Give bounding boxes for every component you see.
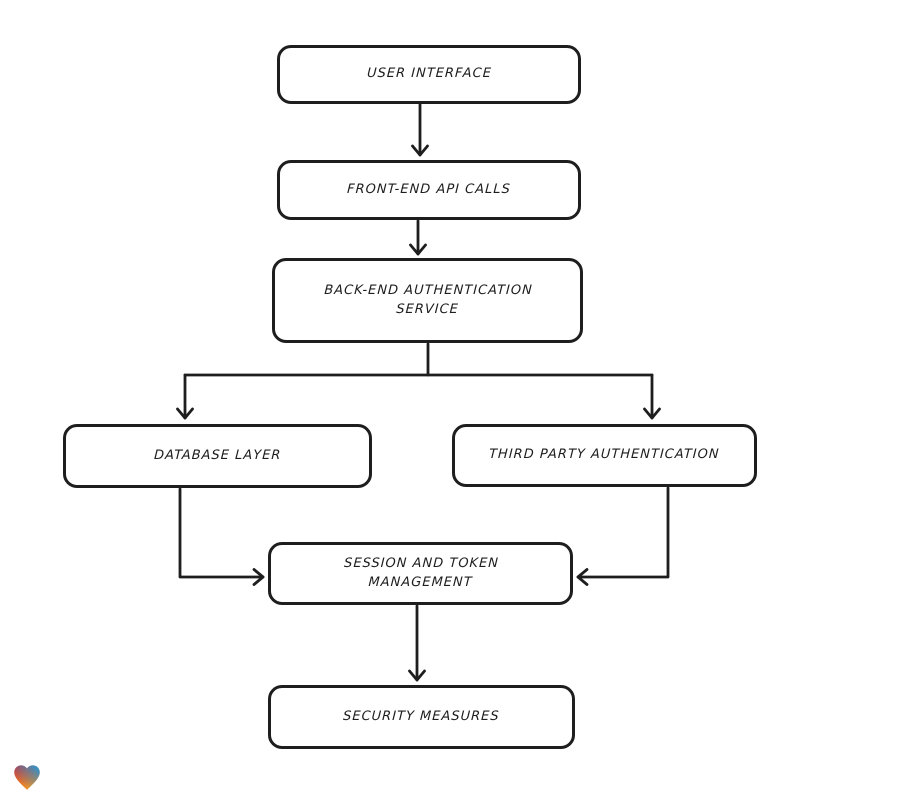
- node-front-end-api-calls: FRONT-END API CALLS: [277, 160, 581, 220]
- node-label: USER INTERFACE: [366, 66, 492, 82]
- node-label: FRONT-END API CALLS: [346, 181, 512, 197]
- node-label: THIRD PARTY AUTHENTICATION: [488, 447, 721, 463]
- node-third-party-authentication: THIRD PARTY AUTHENTICATION: [452, 424, 757, 487]
- gradient-heart-logo-icon: [14, 765, 40, 790]
- node-label: SESSION AND TOKEN MANAGEMENT: [343, 555, 499, 590]
- node-user-interface: USER INTERFACE: [277, 45, 581, 104]
- node-session-and-token-management: SESSION AND TOKEN MANAGEMENT: [268, 542, 573, 605]
- edge-database-layer-to-session-management: [178, 487, 265, 586]
- node-database-layer: DATABASE LAYER: [63, 424, 372, 488]
- edge-third-party-to-session-management: [576, 486, 670, 586]
- node-label: SECURITY MEASURES: [342, 708, 501, 724]
- node-security-measures: SECURITY MEASURES: [268, 685, 575, 749]
- node-label: DATABASE LAYER: [153, 447, 282, 463]
- node-back-end-authentication-service: BACK-END AUTHENTICATION SERVICE: [272, 258, 583, 343]
- node-label: BACK-END AUTHENTICATION SERVICE: [323, 282, 533, 317]
